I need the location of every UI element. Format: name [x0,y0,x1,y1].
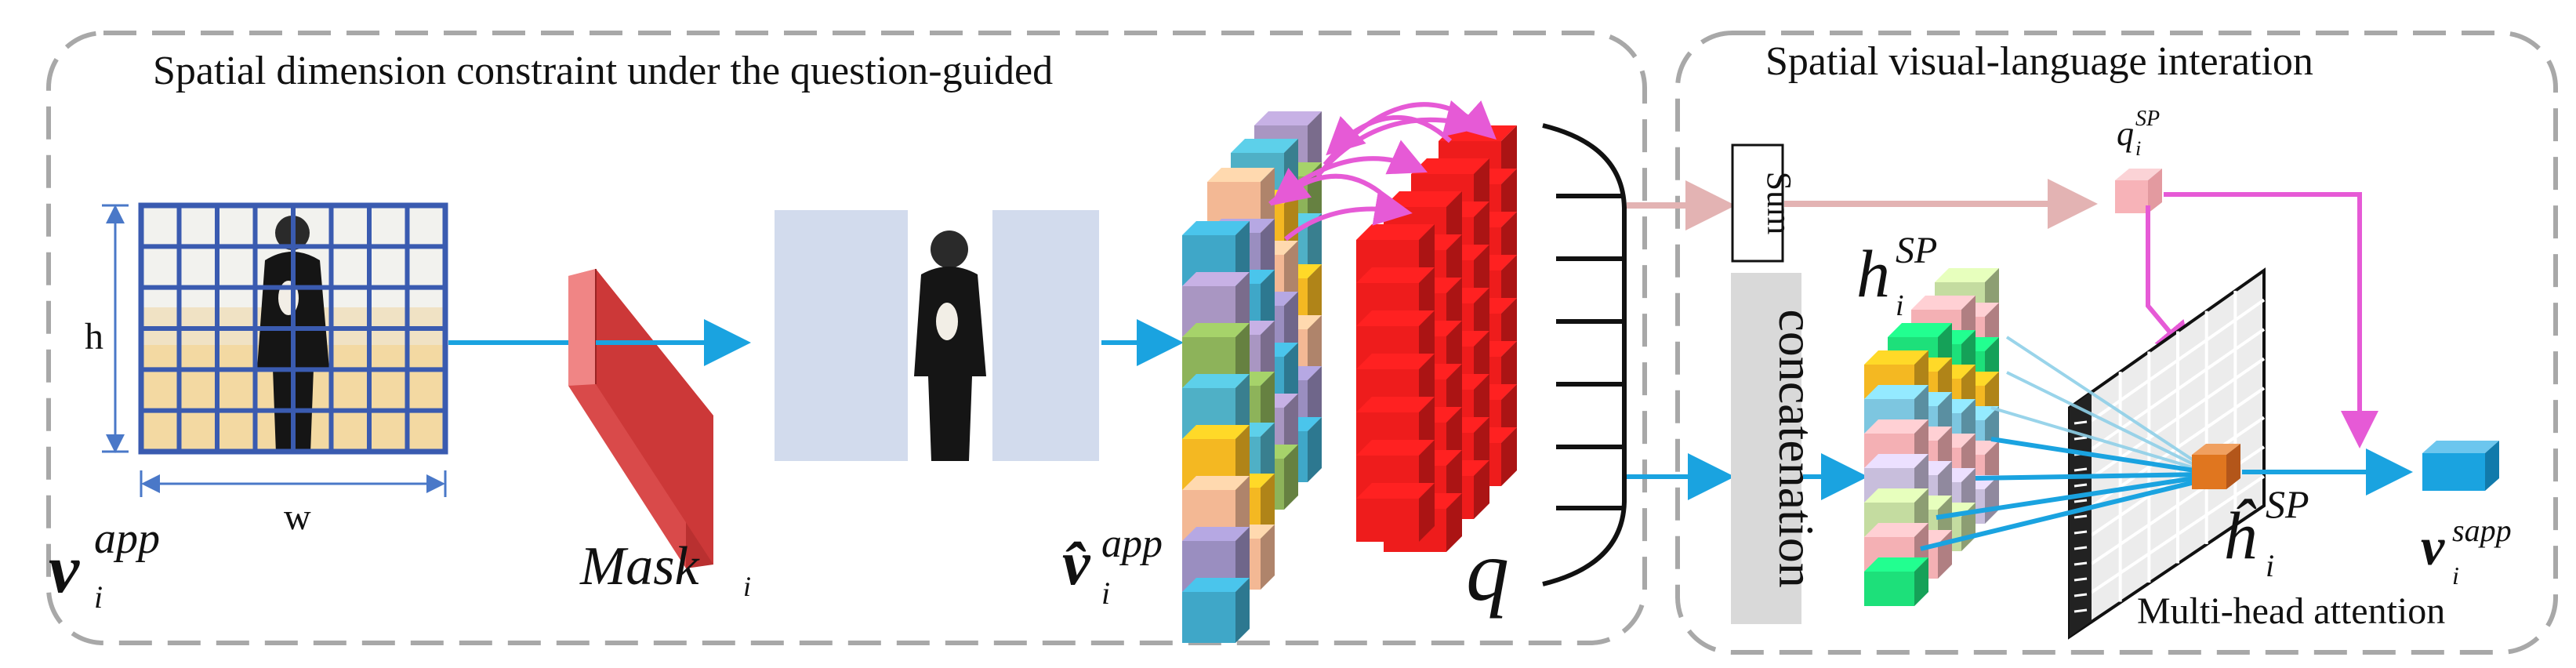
self-attention-arcs [1268,100,1497,241]
attention-weight-lines [1990,336,2204,472]
svg-text:h: h [1856,236,1890,311]
v-sapp-label: v sapp i [2421,513,2512,590]
attended-cube-icon [2192,444,2240,489]
v-hat-app-label: v̂ app i [1062,521,1163,611]
query-cube-icon [2115,169,2162,213]
input-video-frame [138,202,448,455]
svg-text:v̂: v̂ [1062,529,1091,598]
attention-lines-strong [1920,437,2205,551]
concatenation-box: concatenation [1731,273,1824,624]
h-sp-label: h SP i [1856,230,1937,322]
left-panel-title: Spatial dimension constraint under the q… [153,49,1053,93]
masked-video-frame [775,210,1099,461]
svg-text:i: i [743,571,751,602]
svg-text:i: i [2452,561,2459,590]
svg-text:SP: SP [1896,230,1937,271]
svg-text:i: i [2266,548,2274,583]
svg-text:Mask: Mask [579,536,701,597]
svg-text:app: app [94,514,160,563]
svg-text:i: i [1101,575,1110,611]
feature-cube-stacks [1182,111,1517,643]
svg-text:concatenation: concatenation [1769,309,1824,587]
mask-slab-icon [568,269,713,568]
sum-box: Sum [1731,143,1798,263]
svg-text:i: i [94,579,103,615]
svg-text:ĥ: ĥ [2222,498,2257,573]
svg-text:v: v [49,532,80,608]
feature-cube [1182,374,1250,439]
h-hat-sp-label: ĥ SP i [2222,482,2309,583]
svg-text:q: q [2117,114,2134,153]
left-panel-frame [46,31,1647,645]
q-sp-label: q SP i [2117,107,2160,160]
q-label: q [1466,523,1509,619]
arrow-query-to-output [2164,192,2378,448]
svg-text:i: i [2135,137,2141,160]
svg-text:sapp: sapp [2452,513,2512,548]
svg-text:app: app [1101,521,1163,566]
question-bracket [1542,123,1627,586]
svg-text:SP: SP [2266,482,2309,526]
right-panel-frame [1675,31,2558,655]
width-label: w [284,496,311,538]
output-cube-icon [2422,441,2499,491]
v-app-label: v app i [49,514,160,615]
svg-text:i: i [1896,289,1904,322]
mask-label: Mask i [579,536,751,602]
feature-cube [1864,557,1928,606]
patch-grid [141,205,445,452]
height-label: h [85,316,103,358]
h-sp-cube-stacks [1864,268,1999,606]
feature-cube [1182,578,1250,643]
multi-head-attention-label: Multi-head attention [2137,590,2445,632]
svg-text:v: v [2421,517,2445,576]
svg-text:SP: SP [2135,107,2160,131]
right-panel-title: Spatial visual-language interation [1765,39,2313,84]
feature-cube [1356,483,1435,542]
